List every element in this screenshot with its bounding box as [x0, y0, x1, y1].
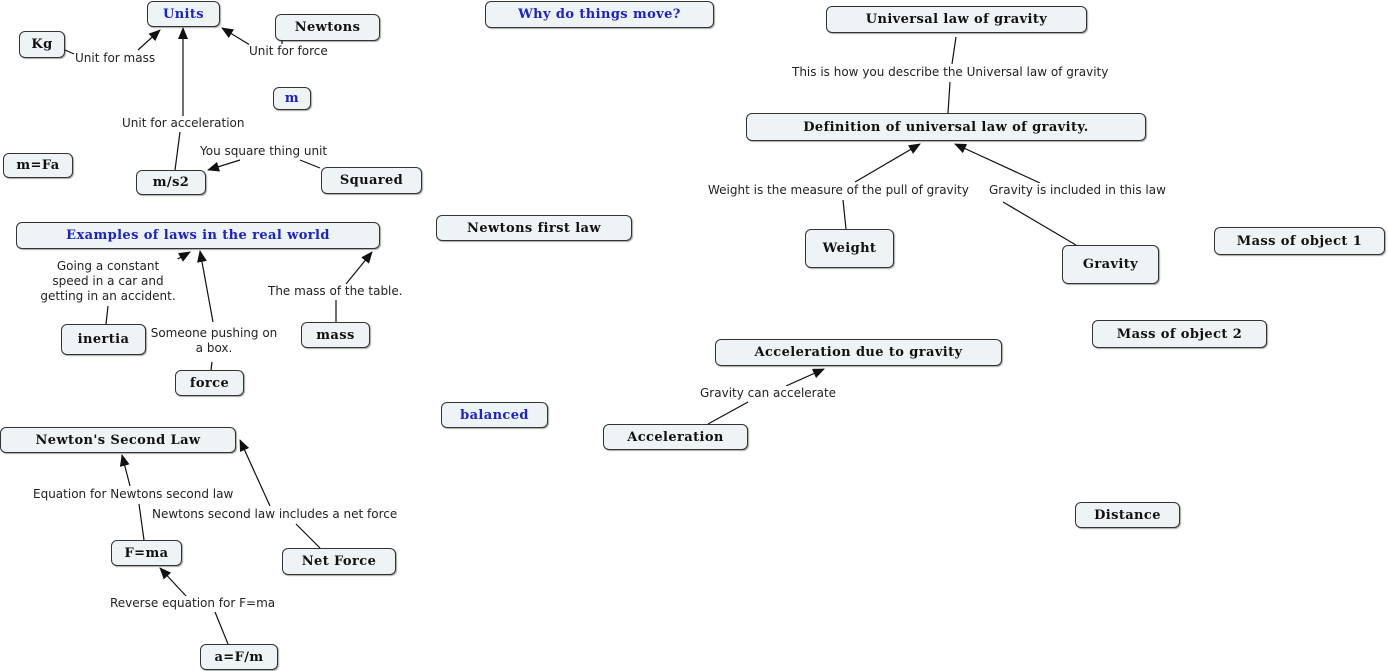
- link-line: [299, 159, 321, 169]
- node-first-law[interactable]: Newtons first law: [436, 215, 632, 241]
- node-balanced[interactable]: balanced: [441, 402, 548, 428]
- link-line: [785, 368, 825, 387]
- node-second-law[interactable]: Newton's Second Law: [0, 427, 236, 453]
- node-definition-law[interactable]: Definition of universal law of gravity.: [746, 113, 1146, 141]
- node-inertia[interactable]: inertia: [61, 324, 146, 355]
- link-label-constant-speed: Going a constant speed in a car and gett…: [38, 259, 178, 304]
- node-m[interactable]: m: [273, 87, 311, 110]
- link-line: [295, 523, 321, 549]
- link-line: [210, 361, 213, 371]
- link-label-describe-law: This is how you describe the Universal l…: [792, 65, 1109, 80]
- link-line: [221, 27, 251, 46]
- link-line: [174, 131, 181, 171]
- node-universal-law[interactable]: Universal law of gravity: [826, 6, 1087, 33]
- link-label-equation-second-law: Equation for Newtons second law: [33, 487, 234, 502]
- node-kg[interactable]: Kg: [19, 31, 65, 58]
- link-label-unit-for-acceleration: Unit for acceleration: [122, 116, 245, 131]
- node-m-fa[interactable]: m=Fa: [3, 153, 73, 178]
- link-label-pushing-box: Someone pushing on a box.: [148, 326, 280, 356]
- link-label-includes-net-force: Newtons second law includes a net force: [152, 507, 398, 522]
- node-a-fm[interactable]: a=F/m: [200, 644, 278, 670]
- node-squared[interactable]: Squared: [321, 167, 422, 194]
- link-line: [707, 401, 749, 425]
- link-line: [137, 29, 161, 51]
- link-line: [159, 567, 187, 597]
- link-line: [138, 503, 145, 541]
- link-line: [119, 454, 131, 487]
- link-label-square-unit: You square thing unit: [200, 144, 328, 159]
- node-net-force[interactable]: Net Force: [282, 548, 396, 575]
- link-label-gravity-included: Gravity is included in this law: [989, 183, 1166, 198]
- link-line: [345, 251, 373, 285]
- node-acceleration[interactable]: Acceleration: [603, 424, 748, 450]
- link-line: [175, 251, 191, 262]
- node-distance[interactable]: Distance: [1075, 502, 1180, 528]
- link-line: [105, 305, 109, 325]
- node-f-ma[interactable]: F=ma: [111, 540, 182, 566]
- node-units[interactable]: Units: [147, 1, 220, 27]
- link-line: [239, 439, 271, 507]
- link-line: [64, 49, 75, 55]
- link-line: [947, 81, 951, 114]
- node-acceleration-due-to-gravity[interactable]: Acceleration due to gravity: [715, 339, 1002, 366]
- node-why-move[interactable]: Why do things move?: [485, 1, 714, 28]
- node-mass-object-1[interactable]: Mass of object 1: [1214, 227, 1385, 255]
- link-label-unit-for-mass: Unit for mass: [75, 51, 156, 66]
- node-gravity[interactable]: Gravity: [1062, 245, 1159, 284]
- node-mass-object-2[interactable]: Mass of object 2: [1092, 320, 1267, 348]
- link-label-mass-of-table: The mass of the table.: [268, 284, 403, 299]
- node-m-s2[interactable]: m/s2: [136, 170, 206, 195]
- link-line: [1002, 201, 1077, 246]
- link-line: [951, 36, 957, 65]
- link-label-weight-measure: Weight is the measure of the pull of gra…: [708, 183, 969, 198]
- node-examples[interactable]: Examples of laws in the real world: [16, 222, 380, 249]
- link-line: [214, 611, 229, 645]
- node-weight[interactable]: Weight: [805, 229, 894, 268]
- link-label-unit-for-force: Unit for force: [249, 44, 328, 59]
- node-force[interactable]: force: [175, 370, 244, 396]
- link-line: [197, 250, 214, 323]
- link-line: [842, 199, 847, 230]
- link-line: [954, 143, 1041, 184]
- link-line: [207, 159, 241, 172]
- link-line: [854, 143, 921, 183]
- node-newtons[interactable]: Newtons: [275, 14, 380, 41]
- link-label-gravity-can-accelerate: Gravity can accelerate: [700, 386, 837, 401]
- link-label-reverse-equation: Reverse equation for F=ma: [110, 596, 276, 611]
- node-mass[interactable]: mass: [301, 322, 370, 348]
